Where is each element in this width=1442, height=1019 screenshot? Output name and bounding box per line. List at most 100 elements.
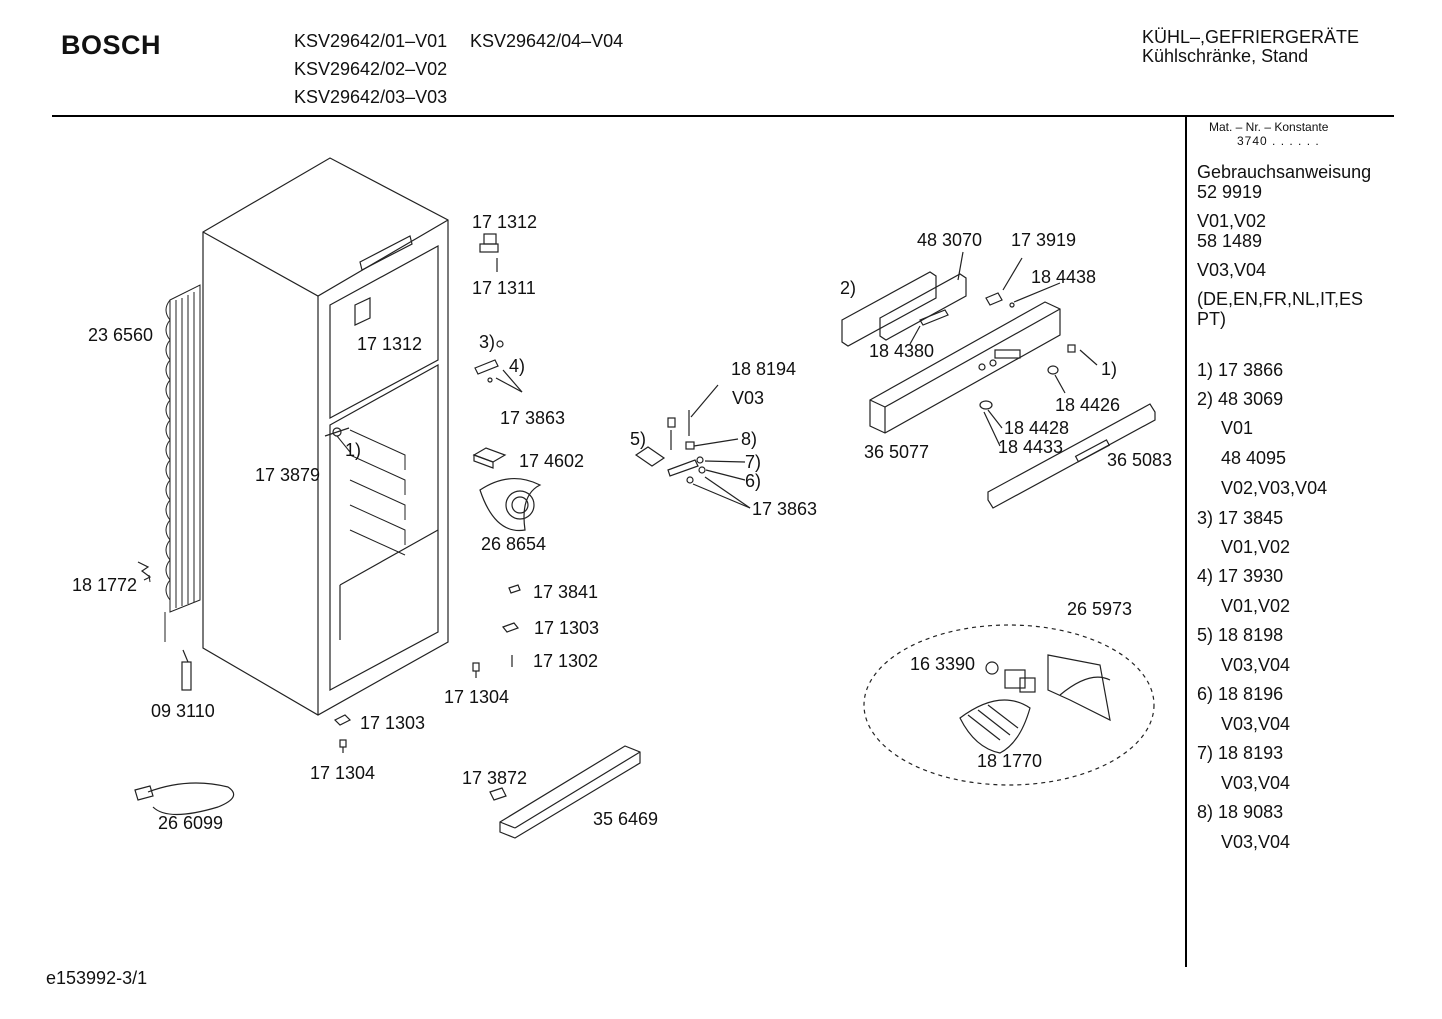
model-number: KSV29642/03–V03 (294, 87, 448, 107)
small-parts-icon (333, 584, 521, 753)
part-label: 18 4433 (998, 437, 1064, 457)
legend-variant: V01,V02 (1221, 596, 1291, 616)
mat-label: Mat. – Nr. – Konstante (1209, 120, 1329, 134)
variant-label: V03,V04 (1197, 260, 1267, 280)
part-label: 17 1311 (472, 278, 536, 298)
legend-item: 1) 17 3866 (1197, 360, 1284, 380)
legend-item: 48 4095 (1221, 448, 1287, 468)
part-label: 17 3872 (462, 768, 528, 788)
part-label: 26 5973 (1067, 599, 1133, 619)
part-label: 26 6099 (158, 813, 224, 833)
hinge-kit-icon (634, 384, 751, 509)
part-label: 18 8194 (731, 359, 797, 379)
variant-tag: V03 (732, 388, 765, 408)
part-label: 26 8654 (481, 534, 547, 554)
small-part-icon (909, 251, 1098, 447)
legend-variant: V01,V02 (1221, 537, 1291, 557)
legend-variant: V01 (1221, 418, 1254, 438)
exploded-parts-drawing (134, 157, 1156, 839)
model-number: KSV29642/01–V01 (294, 31, 448, 51)
drawing-id: e153992-3/1 (46, 968, 148, 988)
key-label: 6) (745, 471, 762, 491)
legend-variant: V03,V04 (1221, 773, 1291, 793)
part-label: 36 5083 (1107, 450, 1173, 470)
fridge-cabinet (202, 157, 449, 716)
languages-line: PT) (1197, 309, 1226, 329)
part-label: 17 1312 (357, 334, 423, 354)
part-label: 17 3863 (752, 499, 818, 519)
part-label: 16 3390 (910, 654, 976, 674)
category-line: KÜHL–,GEFRIERGERÄTE (1142, 27, 1360, 47)
category-subline: Kühlschränke, Stand (1142, 46, 1309, 66)
part-label: 17 1304 (444, 687, 510, 707)
sidebar-rule (1185, 115, 1187, 967)
toe-grille-icon (489, 745, 641, 839)
sensor-icon (181, 649, 192, 691)
manual-label: Gebrauchsanweisung (1197, 162, 1372, 182)
key-label: 8) (741, 429, 758, 449)
condenser-icon (164, 284, 201, 642)
power-cord-icon (134, 782, 235, 816)
control-panel-icon (869, 301, 1061, 434)
part-label: 18 4428 (1004, 418, 1070, 438)
part-label: 17 4602 (519, 451, 585, 471)
legend-item: 6) 18 8196 (1197, 684, 1284, 704)
part-label: 18 4426 (1055, 395, 1121, 415)
part-label: 18 1772 (72, 575, 138, 595)
part-label: 17 1312 (472, 212, 538, 232)
legend-variant: V03,V04 (1221, 714, 1291, 734)
model-number: KSV29642/04–V04 (470, 31, 624, 51)
door-bracket-icon (137, 561, 152, 581)
hinge-icon (479, 233, 499, 272)
part-label: 17 1304 (310, 763, 376, 783)
part-label: 17 1302 (533, 651, 599, 671)
brand-logo: BOSCH (61, 30, 162, 60)
part-label: 18 4380 (869, 341, 935, 361)
part-label: 09 3110 (151, 701, 215, 721)
legend-item: 7) 18 8193 (1197, 743, 1284, 763)
legend-item: 3) 17 3845 (1197, 508, 1284, 528)
legend-variant: V02,V03,V04 (1221, 478, 1328, 498)
fan-cowl-icon (479, 477, 542, 532)
legend-item: 8) 18 9083 (1197, 802, 1284, 822)
variant-number: 58 1489 (1197, 231, 1263, 251)
manual-number: 52 9919 (1197, 182, 1263, 202)
key-label: 1) (1101, 359, 1118, 379)
legend-item: 4) 17 3930 (1197, 566, 1284, 586)
part-label: 17 1303 (534, 618, 600, 638)
part-label: 35 6469 (593, 809, 659, 829)
mat-value: 3740 . . . . . . (1237, 134, 1320, 148)
electronics-board-icon (841, 271, 967, 347)
legend-variant: V03,V04 (1221, 655, 1291, 675)
key-label: 1) (345, 440, 362, 460)
key-label: 4) (509, 356, 526, 376)
part-label: 17 3919 (1011, 230, 1077, 250)
panel-strip-icon (987, 403, 1156, 509)
header-rule (52, 115, 1394, 117)
model-number: KSV29642/02–V02 (294, 59, 448, 79)
key-label: 3) (479, 332, 496, 352)
key-label: 2) (840, 278, 857, 298)
part-label: 36 5077 (864, 442, 930, 462)
part-label: 17 3863 (500, 408, 566, 428)
key-label: 5) (630, 429, 647, 449)
languages-line: (DE,EN,FR,NL,IT,ES (1197, 289, 1364, 309)
part-label: 17 1303 (360, 713, 426, 733)
part-label: 18 4438 (1031, 267, 1097, 287)
legend-item: 2) 48 3069 (1197, 389, 1284, 409)
category-heading: KÜHL–,GEFRIERGERÄTE Kühlschränke, Stand (1142, 28, 1359, 66)
bracket-icon (474, 340, 523, 393)
part-label: 17 3879 (255, 465, 321, 485)
fan-assembly-icon (863, 624, 1155, 786)
part-label: 23 6560 (88, 325, 154, 345)
leader-lines (148, 435, 351, 583)
part-label: 17 3841 (533, 582, 599, 602)
key-label: 7) (745, 452, 762, 472)
part-label: 48 3070 (917, 230, 983, 250)
legend-variant: V03,V04 (1221, 832, 1291, 852)
legend-item: 5) 18 8198 (1197, 625, 1284, 645)
variant-label: V01,V02 (1197, 211, 1267, 231)
sidebar-info: Mat. – Nr. – Konstante 3740 . . . . . . … (1197, 120, 1392, 329)
lamp-cover-icon (472, 447, 507, 469)
part-label: 18 1770 (977, 751, 1043, 771)
